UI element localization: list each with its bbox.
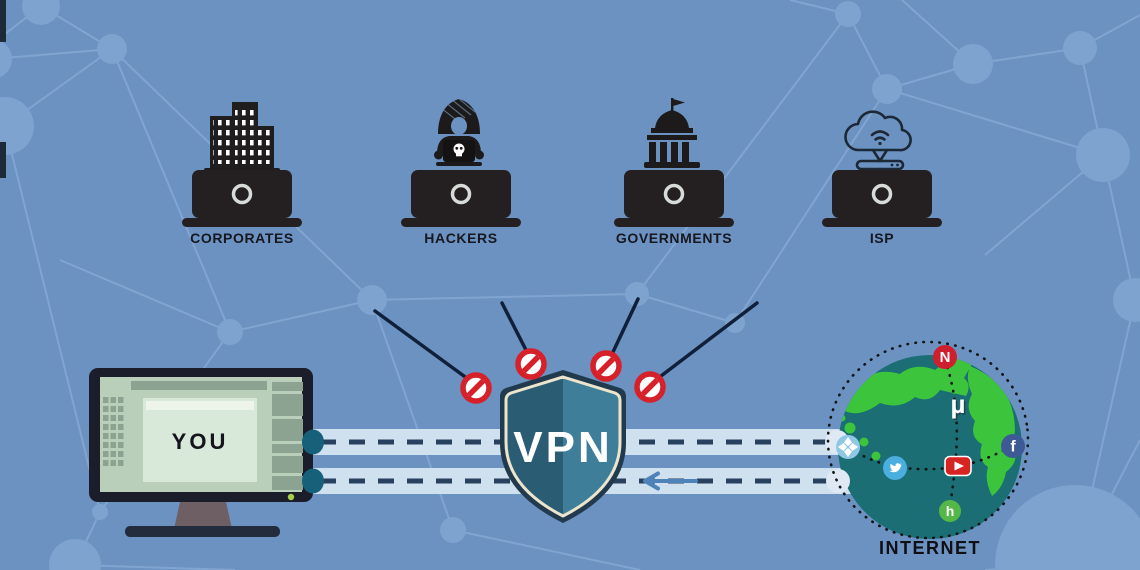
threat-hackers: HACKERS <box>401 99 521 246</box>
threat-isp: ISP <box>822 110 942 246</box>
internet-globe: N µ µ f h <box>825 340 1030 540</box>
vpn-label: VPN <box>513 423 612 472</box>
twitter-icon <box>883 456 907 480</box>
threat-label-governments: GOVERNMENTS <box>616 230 732 246</box>
monitor-base <box>125 526 280 537</box>
facebook-letter: f <box>1010 439 1016 456</box>
pipe-connectors <box>302 429 324 494</box>
capitol-building-icon <box>644 98 700 168</box>
edge-artifact <box>0 0 6 178</box>
hooded-hacker-icon <box>434 99 484 166</box>
hulu-icon: h <box>939 500 961 522</box>
laptop-icon <box>614 170 734 227</box>
laptop-icon <box>822 170 942 227</box>
facebook-icon: f <box>1001 434 1025 458</box>
left-arrow-icon <box>643 471 698 491</box>
city-buildings-icon <box>204 102 280 173</box>
threat-label-isp: ISP <box>870 230 894 246</box>
desktop-monitor: YOU <box>89 368 313 537</box>
prohibition-icon <box>515 348 547 380</box>
you-label: YOU <box>172 429 229 454</box>
utorrent-letter: µ <box>951 389 966 419</box>
you-window <box>143 398 257 482</box>
svg-text:µ: µ <box>952 391 967 421</box>
cloud-router-icon <box>844 110 912 171</box>
threat-label-hackers: HACKERS <box>424 230 497 246</box>
vpn-shield: VPN <box>500 370 626 523</box>
prohibition-icon <box>634 371 666 403</box>
hulu-letter: h <box>946 503 955 519</box>
threat-label-corporates: CORPORATES <box>190 230 294 246</box>
blocked-lines <box>373 297 759 381</box>
threat-governments: GOVERNMENTS <box>614 98 734 246</box>
power-led <box>287 493 295 501</box>
utorrent-icon: µ µ <box>951 389 967 421</box>
globe-land <box>838 358 1016 496</box>
palette-grid <box>103 397 124 466</box>
prohibition-icon <box>590 350 622 382</box>
youtube-icon <box>944 455 972 477</box>
laptop-icon <box>401 170 521 227</box>
prohibition-icon <box>460 372 492 404</box>
threat-corporates: CORPORATES <box>182 102 302 246</box>
netflix-icon: N <box>933 345 957 369</box>
laptop-icon <box>182 170 302 227</box>
kodi-icon <box>836 435 860 459</box>
blocked-connections <box>373 297 759 404</box>
internet-label: INTERNET <box>879 538 981 558</box>
sidebar-panels <box>272 382 303 490</box>
monitor-stand <box>174 502 232 529</box>
netflix-letter: N <box>940 349 951 366</box>
